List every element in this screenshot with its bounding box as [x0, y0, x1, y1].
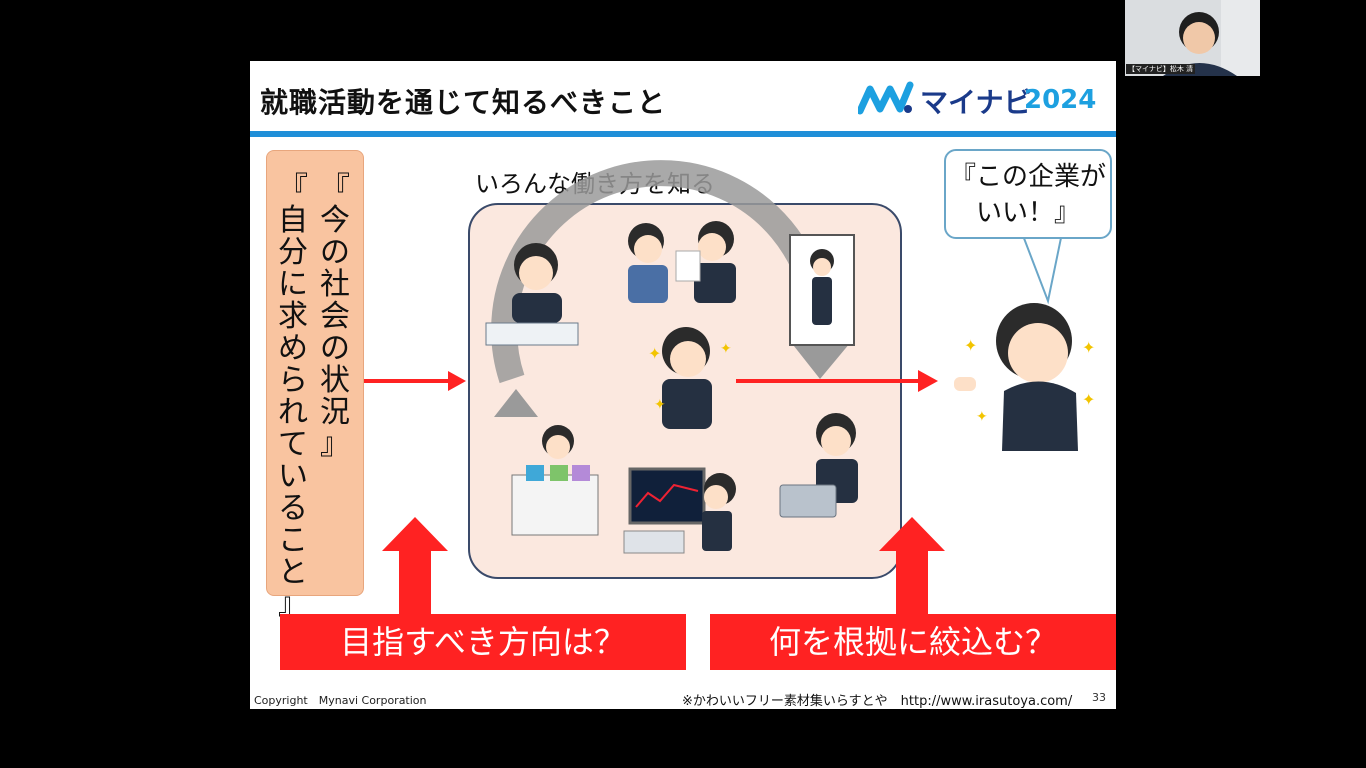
svg-text:✦: ✦	[720, 341, 732, 357]
footer-copyright: Copyright Mynavi Corporation	[254, 694, 427, 707]
selection-basis-label: 何を根拠に絞込む？	[710, 614, 1116, 670]
person-computer-icon	[623, 467, 736, 554]
speech-line-1: 『この企業が	[949, 162, 1106, 192]
people-meeting-icon	[628, 221, 736, 303]
slide-page-number: 33	[1092, 691, 1106, 704]
cycle-arrow-icon	[491, 160, 823, 384]
speech-line-2: いい！』	[975, 198, 1080, 228]
vertical-text-column-1: 『今の社会の状況』	[320, 171, 350, 462]
mynavi-logo: マイナビ 2024	[858, 79, 1108, 119]
participant-video-tile[interactable]	[1125, 0, 1260, 76]
svg-text:✦: ✦	[1082, 390, 1095, 409]
vertical-text-box: 『今の社会の状況』 『自分に求められていること』	[266, 150, 364, 621]
svg-text:✦: ✦	[648, 344, 661, 363]
cycle-arrow-head-2-icon	[494, 389, 538, 417]
arrow-to-cycle-icon	[364, 371, 466, 391]
arrow-up-right-icon	[879, 517, 945, 615]
speech-bubble: 『この企業が いい！』	[944, 149, 1112, 239]
logo-year-text: 2024	[1024, 85, 1097, 115]
person-shop-icon	[511, 425, 599, 536]
person-headset-icon	[779, 413, 858, 518]
arrow-to-candidate-icon	[736, 370, 938, 392]
svg-text:✦: ✦	[1082, 338, 1095, 357]
presentation-slide: 就職活動を通じて知るべきこと マイナビ 2024 『今の社会の状況』 『自分に求…	[250, 61, 1116, 709]
participant-avatar-icon	[1125, 0, 1260, 76]
person-door-icon	[789, 234, 855, 346]
slide-title: 就職活動を通じて知るべきこと	[260, 86, 667, 119]
svg-text:✦: ✦	[964, 336, 977, 355]
person-confident-center-icon: ✦ ✦ ✦	[648, 327, 732, 429]
logo-brand-text: マイナビ	[920, 86, 1032, 119]
mynavi-logo-mark-icon	[858, 81, 914, 115]
svg-text:✦: ✦	[976, 409, 988, 425]
cycle-arrow-head-icon	[790, 341, 850, 379]
person-phone-icon	[485, 243, 579, 346]
participant-name-label: 【マイナビ】松木 清	[1126, 64, 1196, 74]
title-rule	[250, 131, 1116, 137]
arrow-up-left-icon	[382, 517, 448, 615]
svg-text:✦: ✦	[654, 397, 666, 413]
goal-direction-label: 目指すべき方向は？	[280, 614, 686, 670]
speech-bubble-tail-icon	[1020, 232, 1064, 305]
confident-candidate-icon: ✦ ✦ ✦ ✦	[954, 303, 1095, 451]
cycle-illustration: ✦ ✦ ✦	[364, 160, 1095, 615]
footer-credit: ※かわいいフリー素材集いらすとや http://www.irasutoya.co…	[682, 694, 1073, 709]
